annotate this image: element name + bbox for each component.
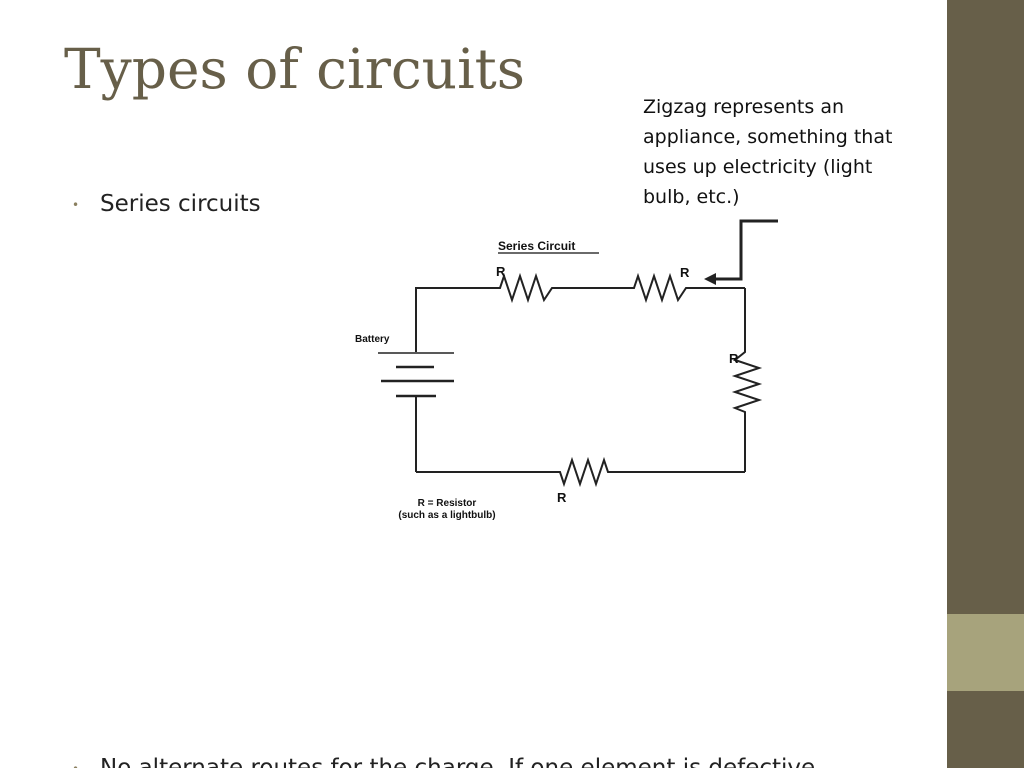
series-circuit-diagram: Series Circuit Battery R R R R R = Resis… bbox=[355, 219, 778, 521]
slide-title: Types of circuits bbox=[64, 37, 526, 101]
bullet-item-series: • Series circuits bbox=[72, 188, 261, 221]
battery-icon bbox=[378, 352, 454, 398]
bottom-wire bbox=[416, 456, 745, 488]
resistor-label-3: R bbox=[729, 351, 739, 366]
top-wire bbox=[415, 272, 745, 304]
resistor-label-1: R bbox=[496, 264, 506, 279]
battery-label: Battery bbox=[355, 334, 390, 345]
bullet-text: No alternate routes for the charge. If o… bbox=[100, 755, 816, 768]
bullet-text: Series circuits bbox=[100, 191, 261, 217]
right-wire bbox=[731, 288, 763, 472]
bullet-item-no-alternate: •No alternate routes for the charge. If … bbox=[72, 752, 942, 768]
legend-line-2: (such as a lightbulb) bbox=[398, 510, 495, 521]
bullet-dot-icon: • bbox=[72, 753, 100, 768]
bullet-dot-icon: • bbox=[72, 197, 80, 212]
resistor-label-2: R bbox=[680, 265, 690, 280]
callout-text: Zigzag represents an appliance, somethin… bbox=[643, 96, 893, 208]
callout-arrow-icon bbox=[704, 219, 778, 285]
sidebar-accent-block bbox=[947, 614, 1024, 691]
legend-line-1: R = Resistor bbox=[418, 498, 477, 509]
diagram-title: Series Circuit bbox=[498, 239, 575, 253]
resistor-label-4: R bbox=[557, 490, 567, 505]
